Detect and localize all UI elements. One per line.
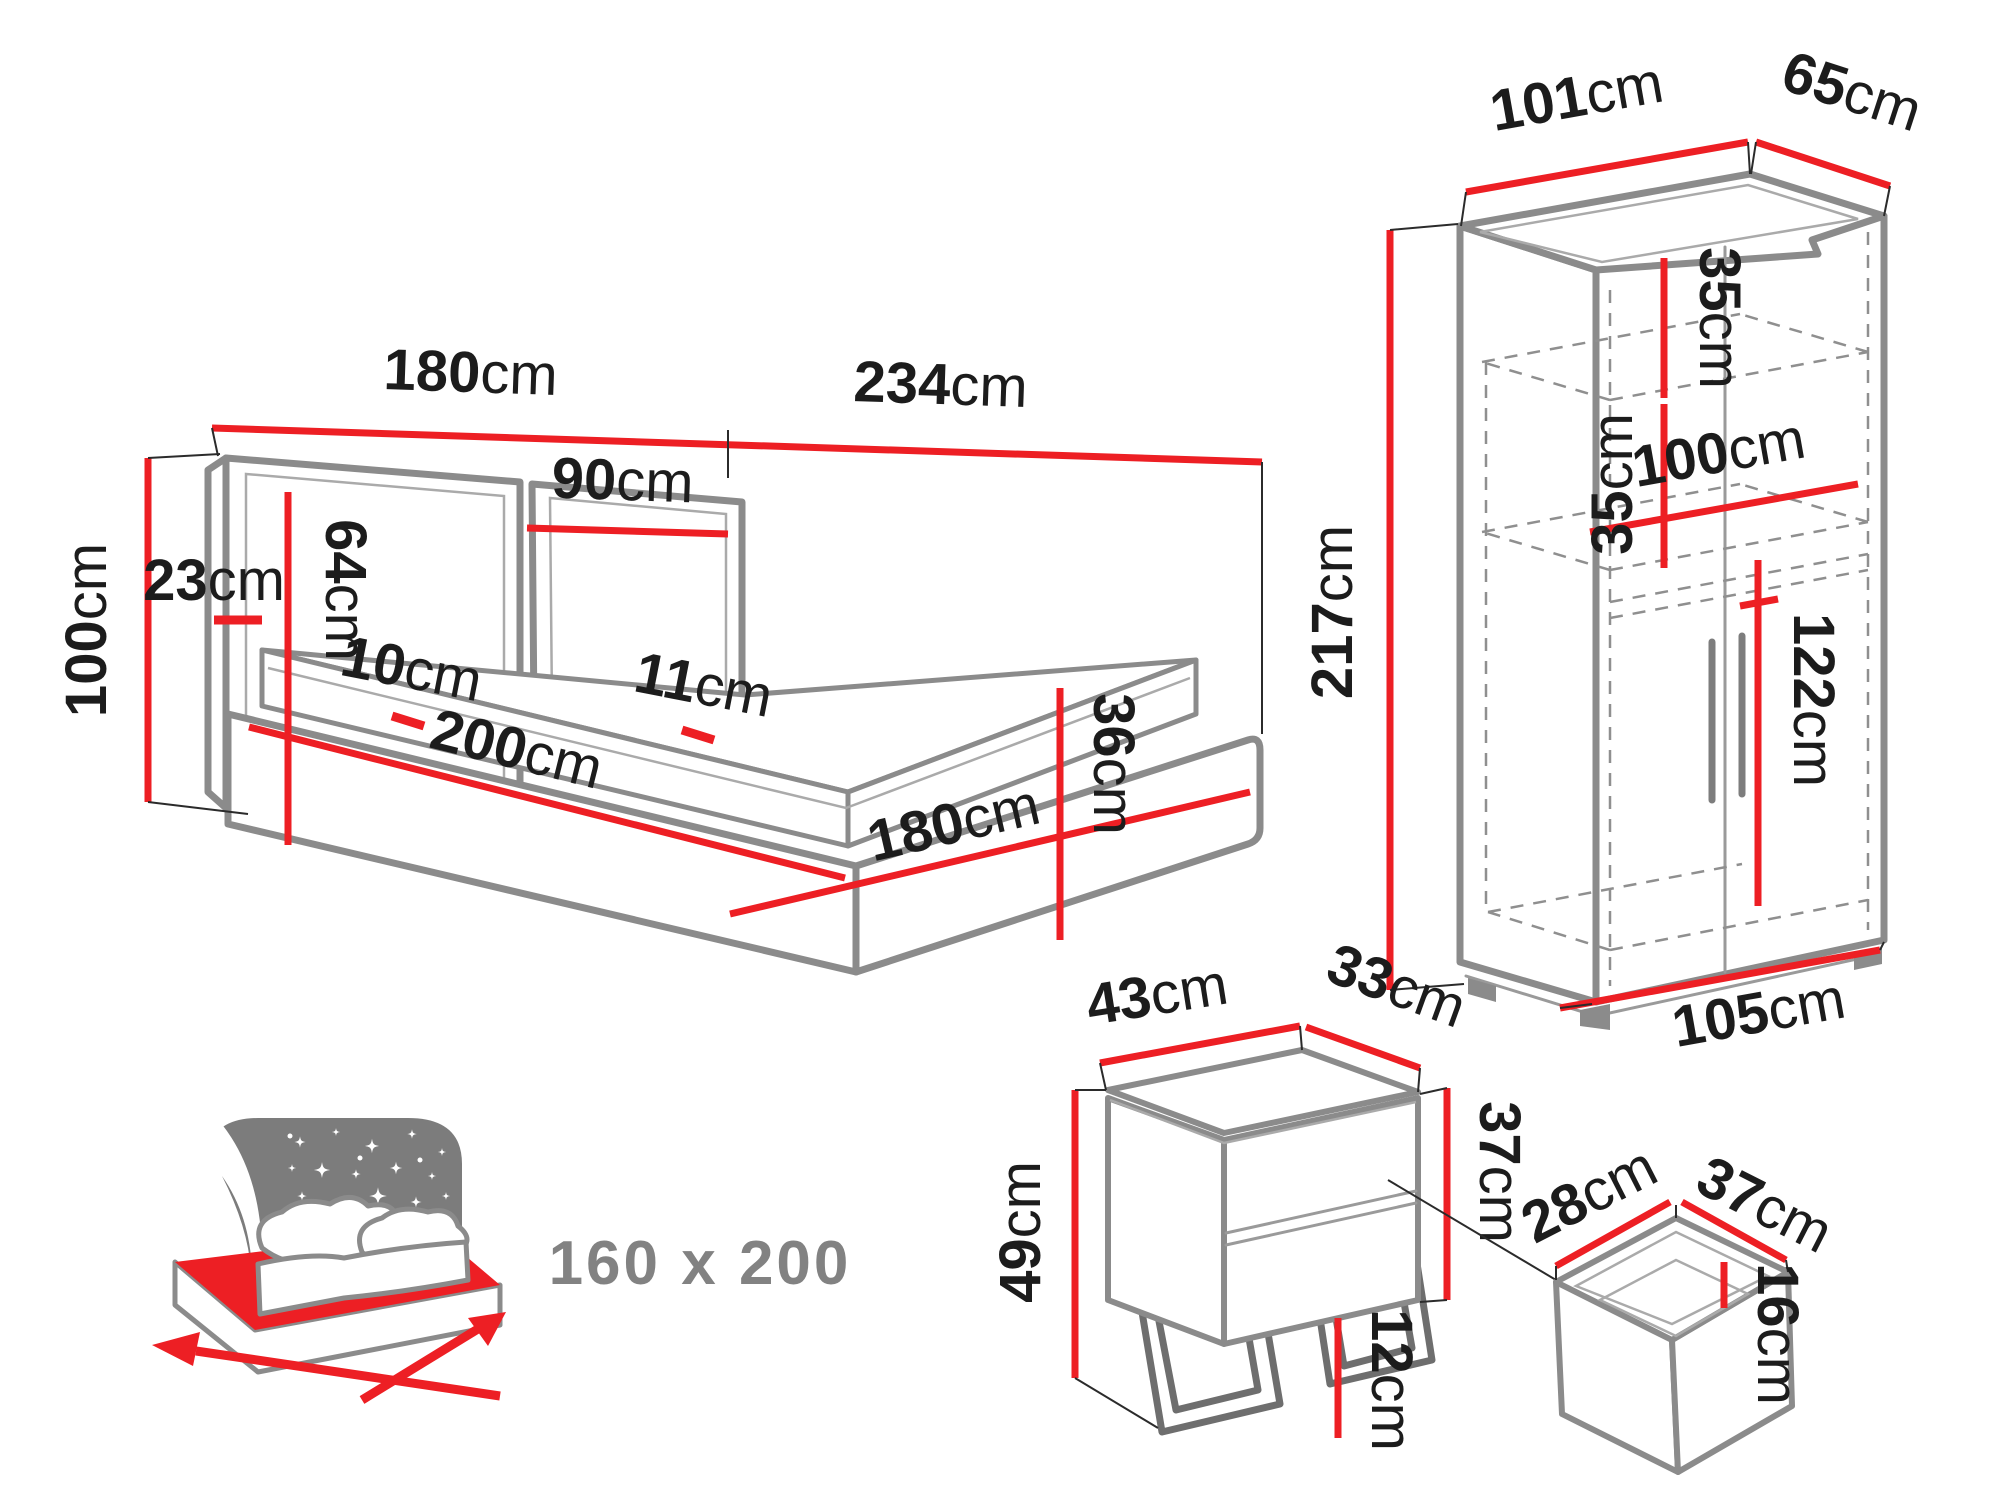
dim-wardrobe-height: 217cm [1300, 525, 1365, 699]
wardrobe-foot-center [1580, 1004, 1610, 1030]
dim-nightstand-leg-height: 12cm [1359, 1309, 1424, 1451]
dim-tick-mattress-ledge [680, 725, 716, 745]
drawer-inner-floor [1597, 1258, 1751, 1338]
icon-size-arrows [152, 1312, 506, 1404]
dim-drawer-height: 16cm [1745, 1263, 1810, 1405]
icon-arrow-width [359, 1320, 489, 1404]
dim-bed-cushion-width: 90cm [551, 446, 695, 516]
dim-wardrobe-upper-shelf: 35cm [1687, 247, 1752, 389]
icon-arrow-length [195, 1346, 501, 1401]
nightstand-drawer-seam [1224, 1189, 1418, 1247]
ext-wardrobe-base-width [1559, 941, 1885, 1009]
dim-bed-total-length: 234cm [853, 349, 1029, 420]
dim-bed-mattress-ledge: 11cm [629, 640, 778, 730]
wardrobe-illustration: 101cm 65cm 217cm 35cm 35cm 100cm 122cm 1… [1300, 39, 1930, 1060]
ext-nightstand-top-depth [1417, 1067, 1421, 1093]
ext-bed-top-left [211, 427, 219, 457]
mattress-size-icon: 160 x 200 [152, 1098, 852, 1404]
ext-wardrobe-top-width [1460, 141, 1751, 227]
ext-wardrobe-height [1389, 223, 1465, 991]
dim-line-wardrobe-top-depth [1754, 138, 1892, 190]
wardrobe-interior-bottom [1487, 862, 1869, 952]
ext-drawer-top [1555, 1205, 1789, 1280]
icon-duvet [255, 1239, 471, 1317]
dim-line-bed-top [211, 424, 1263, 466]
bed-mattress-piping [267, 666, 1191, 810]
dim-line-bed-length [248, 723, 846, 882]
dim-line-wardrobe-top-width [1465, 138, 1749, 196]
bed-illustration: 180cm 234cm 100cm 23cm 64cm 90cm 10cm 20… [54, 337, 1264, 976]
wardrobe-foot-left [1468, 978, 1496, 1002]
wardrobe-top-inner-edge [1479, 183, 1859, 264]
dim-line-bed-width [729, 788, 1251, 918]
drawer-rim-inner [1573, 1230, 1771, 1326]
dim-nightstand-top-width: 43cm [1082, 952, 1232, 1038]
dim-bed-side-panel: 23cm [143, 548, 285, 613]
dim-tick-wardrobe-rail [1739, 595, 1779, 610]
icon-crescent [222, 1176, 253, 1342]
icon-arrow-width-head [468, 1312, 506, 1346]
dim-line-drawer-depth [1554, 1198, 1672, 1270]
bed-mattress-front-right [845, 657, 1199, 849]
ext-nightstand-body-height [1419, 1087, 1448, 1303]
dim-line-wardrobe-interior-width [1589, 480, 1859, 536]
dim-line-cushion-width [526, 524, 729, 538]
nightstand-side-face [1105, 1095, 1227, 1347]
dim-line-wardrobe-base-width [1559, 946, 1881, 1012]
dim-tick-frame-ledge [390, 711, 426, 731]
dim-nightstand-body-height: 37cm [1467, 1101, 1532, 1243]
ext-wardrobe-top-depth [1750, 141, 1891, 217]
dim-bed-height: 100cm [54, 543, 119, 717]
dim-bed-headboard-height: 64cm [313, 519, 378, 661]
dim-nightstand-total-height: 49cm [988, 1161, 1053, 1303]
dim-wardrobe-hanging-height: 122cm [1781, 613, 1846, 787]
dim-bed-frame-ledge: 10cm [336, 623, 488, 714]
drawer-pointer-line [1387, 1179, 1557, 1281]
dim-nightstand-top-depth: 33cm [1319, 931, 1475, 1041]
nightstand-illustration: 43cm 33cm 37cm 49cm 12cm [988, 931, 1532, 1451]
ext-nightstand-total-height [1074, 1089, 1159, 1429]
dim-wardrobe-top-depth: 65cm [1775, 39, 1930, 145]
dim-line-nightstand-top-width [1099, 1022, 1301, 1067]
nightstand-top-edge [1109, 1098, 1417, 1145]
dim-bed-frame-height: 36cm [1081, 693, 1146, 835]
mattress-size-label: 160 x 200 [549, 1229, 852, 1298]
ext-nightstand-top-width [1099, 1025, 1303, 1091]
icon-arrow-length-head [152, 1332, 200, 1366]
wardrobe-side-face [1456, 222, 1600, 1006]
ext-bed-height-top [147, 453, 221, 459]
dim-bed-headboard-width: 180cm [383, 337, 559, 408]
ext-bed-height-bottom [147, 801, 249, 815]
dim-line-nightstand-top-depth [1304, 1023, 1422, 1072]
dim-line-drawer-width [1680, 1198, 1788, 1264]
nightstand-front-face [1221, 1095, 1421, 1347]
drawer-illustration: 28cm 37cm 16cm [1387, 1133, 1843, 1475]
dim-wardrobe-top-width: 101cm [1485, 50, 1668, 144]
wardrobe-hanger-rail [1609, 552, 1869, 620]
dim-wardrobe-middle-shelf: 35cm [1580, 413, 1645, 555]
